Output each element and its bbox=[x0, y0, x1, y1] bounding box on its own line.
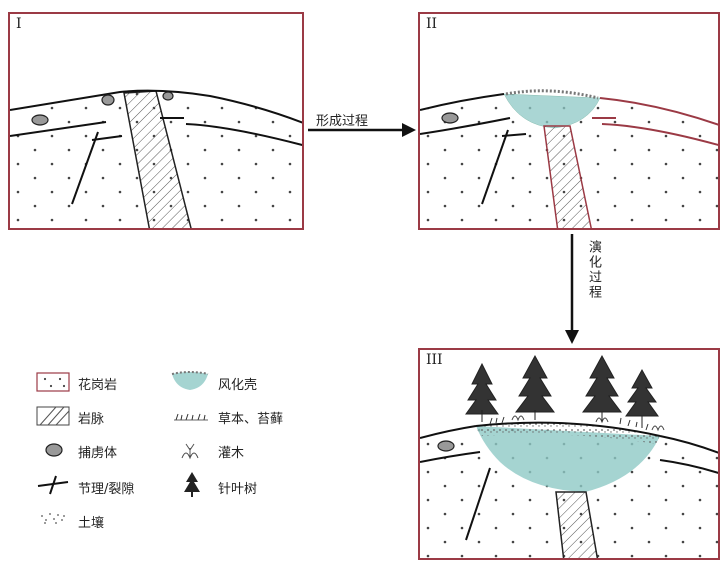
legend-soil-label: 土壤 bbox=[78, 516, 105, 531]
xenolith bbox=[101, 94, 115, 106]
horizontal-joint bbox=[10, 121, 107, 137]
panel-iii-label: III bbox=[426, 352, 443, 368]
soil-legend-icon bbox=[41, 513, 65, 524]
dike bbox=[543, 125, 592, 228]
panel-iii: III bbox=[418, 348, 720, 560]
dike bbox=[555, 491, 599, 558]
vertical-joint bbox=[71, 131, 99, 205]
evolution-process-label: 演化过程 bbox=[586, 240, 601, 300]
legend-dike-label: 岩脉 bbox=[78, 412, 105, 427]
xenolith bbox=[162, 91, 174, 101]
formation-process-label: 形成过程 bbox=[316, 114, 369, 129]
legend-shrub-label: 灌木 bbox=[218, 446, 245, 461]
panel-i: I bbox=[8, 12, 304, 230]
horizontal-joint bbox=[601, 123, 718, 146]
ground-surface bbox=[10, 89, 302, 124]
joint-legend-icon bbox=[37, 475, 69, 495]
xenolith bbox=[441, 112, 459, 124]
xenolith-legend-icon bbox=[45, 443, 63, 457]
panel-i-label: I bbox=[16, 16, 22, 32]
conifer bbox=[465, 354, 659, 428]
weathering-crust-legend-icon bbox=[171, 371, 209, 390]
evolution-arrow bbox=[565, 234, 579, 344]
legend-xenolith-label: 捕虏体 bbox=[78, 446, 118, 461]
panel-ii-label: II bbox=[426, 16, 438, 32]
panel-iii-diagram bbox=[420, 354, 718, 558]
panel-ii-diagram bbox=[420, 89, 718, 228]
horizontal-joint bbox=[185, 123, 302, 147]
formation-arrow bbox=[308, 123, 416, 137]
legend-grass-moss-label: 草本、苔藓 bbox=[218, 412, 284, 427]
legend-granite-label: 花岗岩 bbox=[78, 378, 118, 393]
horizontal-joint bbox=[420, 451, 481, 463]
weathering-crust bbox=[476, 426, 660, 492]
vertical-joint bbox=[465, 467, 491, 541]
legend-joint-label: 节理/裂隙 bbox=[78, 482, 135, 497]
dike-legend-icon bbox=[36, 406, 70, 426]
vertical-joint bbox=[481, 129, 509, 205]
panel-i-diagram bbox=[10, 89, 302, 228]
conifer-legend-icon bbox=[184, 472, 200, 497]
panel-ii: II bbox=[418, 12, 720, 230]
grass-moss bbox=[489, 416, 649, 431]
granite-legend-icon bbox=[36, 372, 70, 392]
xenolith bbox=[437, 440, 455, 452]
horizontal-joint bbox=[420, 117, 511, 135]
legend-conifer-label: 针叶树 bbox=[218, 482, 258, 497]
legend-weathering-crust-label: 风化壳 bbox=[218, 378, 258, 393]
grass-moss-legend-icon bbox=[174, 413, 208, 421]
horizontal-joint bbox=[659, 459, 718, 474]
horizontal-joint bbox=[91, 135, 123, 141]
xenolith bbox=[31, 114, 49, 126]
shrub-legend-icon bbox=[181, 443, 199, 460]
